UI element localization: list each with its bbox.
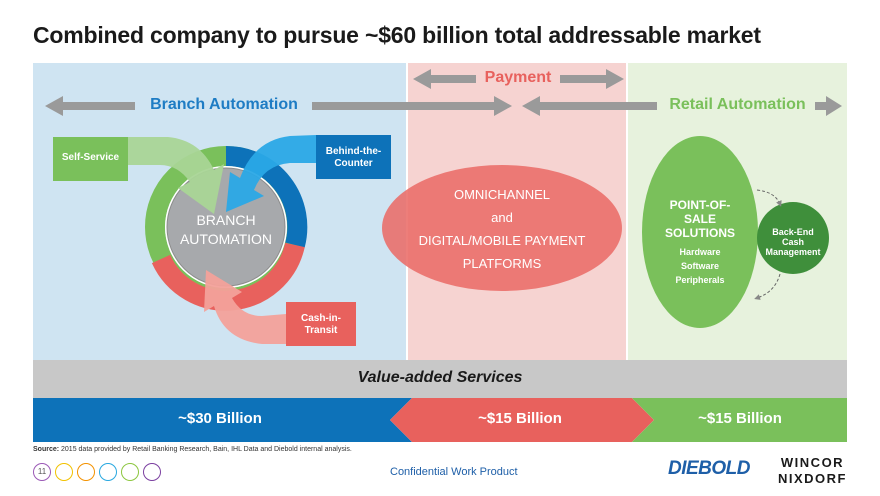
- region-arrows: [45, 69, 842, 116]
- market-band-blue: [33, 398, 412, 442]
- self-service-arrow: [128, 137, 224, 214]
- market-value-payment: ~$15 Billion: [478, 410, 562, 427]
- payment-right-arrow: [560, 69, 624, 89]
- payment-ellipse: [382, 165, 622, 291]
- source-note: Source: 2015 data provided by Retail Ban…: [33, 446, 352, 453]
- page-number: 11: [33, 463, 51, 481]
- confidential-label: Confidential Work Product: [390, 466, 518, 478]
- decor-dot-purple: [143, 463, 161, 481]
- self-service-label: Self-Service: [61, 152, 120, 163]
- branch-automation-label: Branch Automation: [150, 96, 298, 113]
- page-title: Combined company to pursue ~$60 billion …: [33, 22, 761, 48]
- cash-in-transit-arrow: [204, 270, 286, 344]
- market-band-red: [390, 398, 654, 442]
- cash-in-transit-box: [286, 302, 356, 346]
- behind-counter-arrow: [226, 135, 316, 212]
- services-bar: [33, 360, 847, 398]
- payment-platform-label: OMNICHANNEL and DIGITAL/MOBILE PAYMENT P…: [418, 187, 586, 271]
- retail-left-arrow: [522, 96, 657, 116]
- dashed-connector-bottom: [754, 273, 781, 300]
- decor-dot-green: [121, 463, 139, 481]
- decor-dot-yellow: [55, 463, 73, 481]
- pos-ellipse: [642, 136, 758, 328]
- branch-right-arrow: [312, 96, 512, 116]
- branch-center-label: BRANCH AUTOMATION: [179, 212, 273, 247]
- payment-label: Payment: [484, 69, 552, 86]
- market-value-retail: ~$15 Billion: [698, 410, 782, 427]
- backend-circle: [757, 202, 829, 274]
- dashed-connector-top: [756, 189, 782, 207]
- market-value-branch: ~$30 Billion: [178, 410, 262, 427]
- decor-dot-orange: [77, 463, 95, 481]
- payment-left-arrow: [413, 69, 476, 89]
- pos-sub-label: Hardware Software Peripherals: [675, 247, 725, 285]
- branch-left-arrow: [45, 96, 135, 116]
- behind-counter-label: Behind-the- Counter: [325, 146, 382, 169]
- market-band-green: [632, 398, 847, 442]
- diebold-logo: DIEBOLD: [668, 458, 751, 479]
- self-service-box: [53, 137, 128, 181]
- wincor-nixdorf-logo: WINCOR NIXDORF: [778, 455, 847, 486]
- retail-right-arrow: [815, 96, 842, 116]
- pos-label: POINT-OF- SALE SOLUTIONS: [664, 198, 735, 240]
- decor-dot-blue: [99, 463, 117, 481]
- value-added-services-label: Value-added Services: [357, 369, 523, 386]
- backend-label: Back-End Cash Management: [765, 227, 821, 257]
- behind-counter-box: [316, 135, 391, 179]
- retail-automation-label: Retail Automation: [669, 96, 806, 113]
- cash-in-transit-label: Cash-in- Transit: [301, 313, 341, 336]
